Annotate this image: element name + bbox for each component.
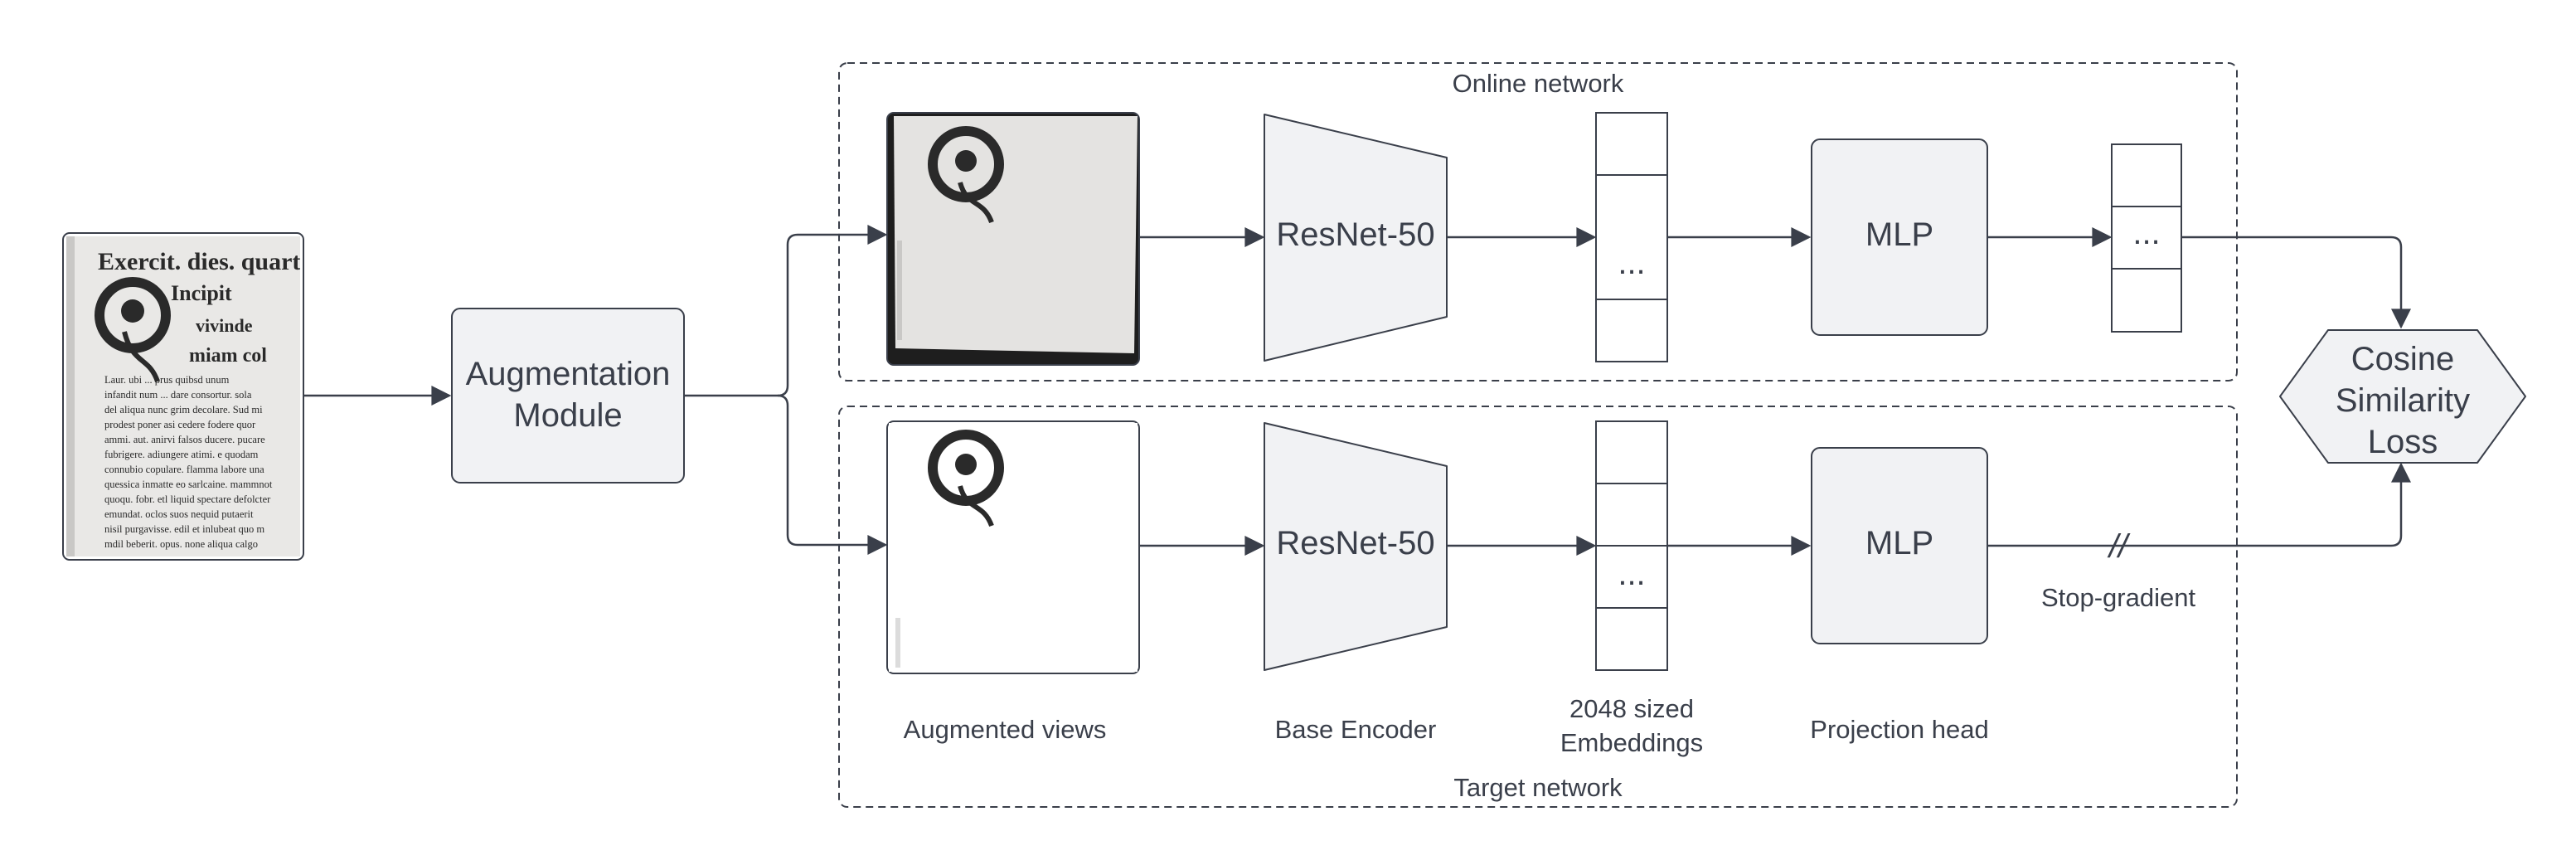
arrow-augmentation-to-target [777, 394, 888, 555]
manuscript-line: infandit num ... dare consortur. sola [104, 389, 252, 401]
manuscript-line: Incipit [171, 281, 232, 305]
online-projection-dots: ... [2132, 215, 2160, 251]
manuscript-line: quoqu. fobr. etl liquid spectare defolct… [104, 493, 271, 505]
manuscript-line: prodest poner asi cedere fodere quor [104, 419, 256, 430]
augmentation-label-line1: Augmentation [466, 356, 671, 392]
manuscript-line: Exercit. dies. quart: [98, 248, 308, 275]
manuscript-line: nisil purgavisse. edil et inlubeat quo m [104, 523, 264, 535]
target-augmented-view [886, 420, 1140, 674]
online-augmented-view [886, 112, 1140, 366]
manuscript-line: quessica inmatte eo sarlcaine. mammnot [104, 479, 273, 490]
target-encoder-resnet50: ResNet-50 [1264, 422, 1448, 671]
caption-augmented-views: Augmented views [904, 715, 1107, 744]
loss-label-line2: Similarity [2336, 382, 2470, 419]
caption-base-encoder: Base Encoder [1275, 715, 1437, 744]
loss-label-line3: Loss [2368, 424, 2438, 460]
target-network-title: Target network [1453, 773, 1623, 802]
input-manuscript-image: Exercit. dies. quart: Incipit vivinde mi… [62, 232, 308, 561]
target-mlp: MLP [1811, 447, 1988, 644]
loss-label-line1: Cosine [2351, 341, 2455, 377]
manuscript-line: ammi. aut. anirvi falsos ducere. pucare [104, 434, 265, 445]
manuscript-line: Laur. ubi ... prus quibsd unum [104, 374, 230, 386]
target-network-container [838, 406, 2238, 808]
stop-gradient-label: Stop-gradient [2041, 583, 2196, 612]
arrow-online-to-loss [2181, 236, 2411, 329]
target-encoder-label: ResNet-50 [1276, 525, 1434, 561]
online-embedding-vector: ... [1595, 112, 1668, 362]
augmentation-label-line2: Module [513, 397, 622, 434]
online-network-title: Online network [1453, 69, 1624, 98]
manuscript-line: vivinde [196, 315, 253, 336]
manuscript-line: connubio copulare. flamma labore una [104, 464, 264, 475]
caption-embeddings-line2: Embeddings [1560, 728, 1703, 757]
online-embedding-dots: ... [1618, 245, 1645, 281]
target-mlp-label: MLP [1865, 525, 1933, 561]
caption-embeddings-line1: 2048 sized [1569, 694, 1694, 723]
target-embedding-vector: ... [1595, 420, 1668, 671]
arrow-augmentation-to-online [684, 225, 888, 397]
online-mlp-label: MLP [1865, 216, 1933, 253]
online-network-container [838, 62, 2238, 381]
decorated-initial-q [928, 430, 1004, 527]
manuscript-line: del aliqua nunc grim decolare. Sud mi [104, 404, 263, 415]
target-embedding-dots: ... [1618, 556, 1645, 592]
online-encoder-resnet50: ResNet-50 [1264, 114, 1448, 362]
manuscript-line: emundat. oclos suos nequid putaerit [104, 508, 254, 520]
online-mlp: MLP [1811, 138, 1988, 336]
stop-gradient-mark: // [2107, 528, 2131, 565]
augmentation-module: Augmentation Module [451, 308, 685, 484]
manuscript-line: miam col [189, 345, 267, 367]
cosine-similarity-loss: Cosine Similarity Loss [2279, 329, 2526, 464]
decorated-initial-q [95, 277, 171, 383]
online-encoder-label: ResNet-50 [1276, 216, 1434, 253]
decorated-initial-q [928, 126, 1004, 224]
online-projection-vector: ... [2111, 143, 2182, 333]
manuscript-line: mdil beberit. opus. none aliqua calgo [104, 538, 258, 550]
caption-projection-head: Projection head [1810, 715, 1988, 744]
manuscript-line: fubrigere. adiungere atimi. e quodam [104, 449, 259, 460]
arrow-target-to-loss [1987, 462, 2411, 547]
